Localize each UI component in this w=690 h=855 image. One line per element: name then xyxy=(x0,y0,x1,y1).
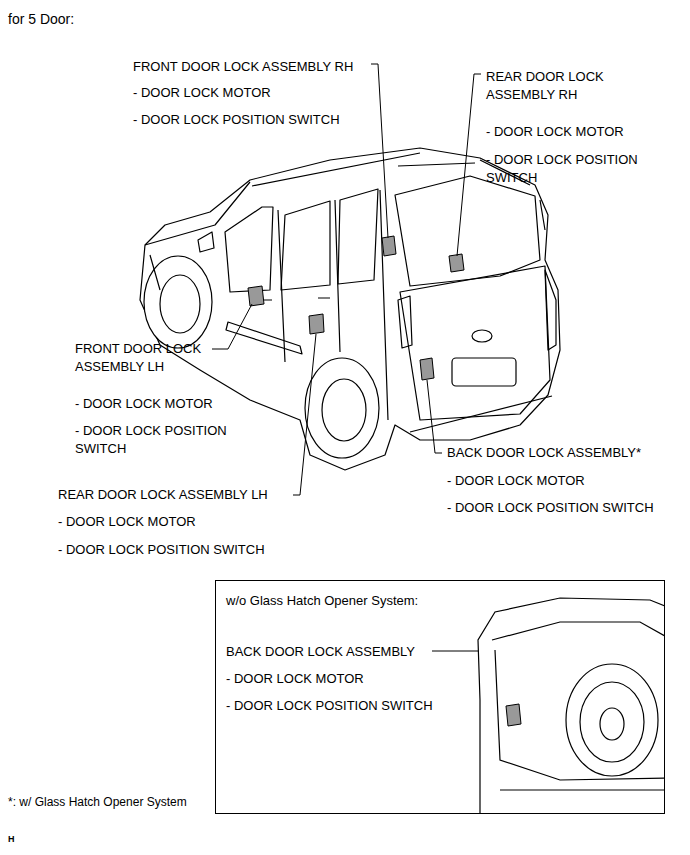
part-item: - DOOR LOCK POSITION SWITCH xyxy=(447,499,654,517)
lock-assembly xyxy=(248,236,464,380)
part-item: - DOOR LOCK POSITION SWITCH xyxy=(486,151,651,187)
part-name: FRONT DOOR LOCK ASSEMBLY LH xyxy=(75,340,240,376)
part-name: FRONT DOOR LOCK ASSEMBLY RH xyxy=(133,58,353,76)
suv-body xyxy=(140,148,560,470)
part-name: REAR DOOR LOCK ASSEMBLY LH xyxy=(58,486,268,504)
leader-line xyxy=(212,64,511,706)
part-item: - DOOR LOCK POSITION SWITCH xyxy=(58,541,265,559)
part-name: BACK DOOR LOCK ASSEMBLY xyxy=(226,643,415,661)
diagram-title: for 5 Door: xyxy=(8,9,74,29)
part-item: - DOOR LOCK POSITION SWITCH xyxy=(226,697,433,715)
part-item: - DOOR LOCK POSITION SWITCH xyxy=(133,111,340,129)
part-item: - DOOR LOCK MOTOR xyxy=(75,395,213,413)
footnote: *: w/ Glass Hatch Opener System xyxy=(8,794,187,811)
part-item: - DOOR LOCK MOTOR xyxy=(226,670,364,688)
figure-code: H xyxy=(8,833,15,846)
part-item: - DOOR LOCK MOTOR xyxy=(58,513,196,531)
panel-heading: w/o Glass Hatch Opener System: xyxy=(226,592,418,610)
part-name: REAR DOOR LOCK ASSEMBLY RH xyxy=(486,68,651,104)
part-item: - DOOR LOCK MOTOR xyxy=(133,84,271,102)
lock-assembly xyxy=(506,704,521,726)
inset-vehicle xyxy=(478,598,664,813)
part-item: - DOOR LOCK MOTOR xyxy=(447,472,585,490)
part-item: - DOOR LOCK POSITION SWITCH xyxy=(75,422,240,458)
inset-panel: w/o Glass Hatch Opener System: BACK DOOR … xyxy=(215,580,665,814)
part-item: - DOOR LOCK MOTOR xyxy=(486,123,624,141)
part-name: BACK DOOR LOCK ASSEMBLY* xyxy=(447,444,641,462)
